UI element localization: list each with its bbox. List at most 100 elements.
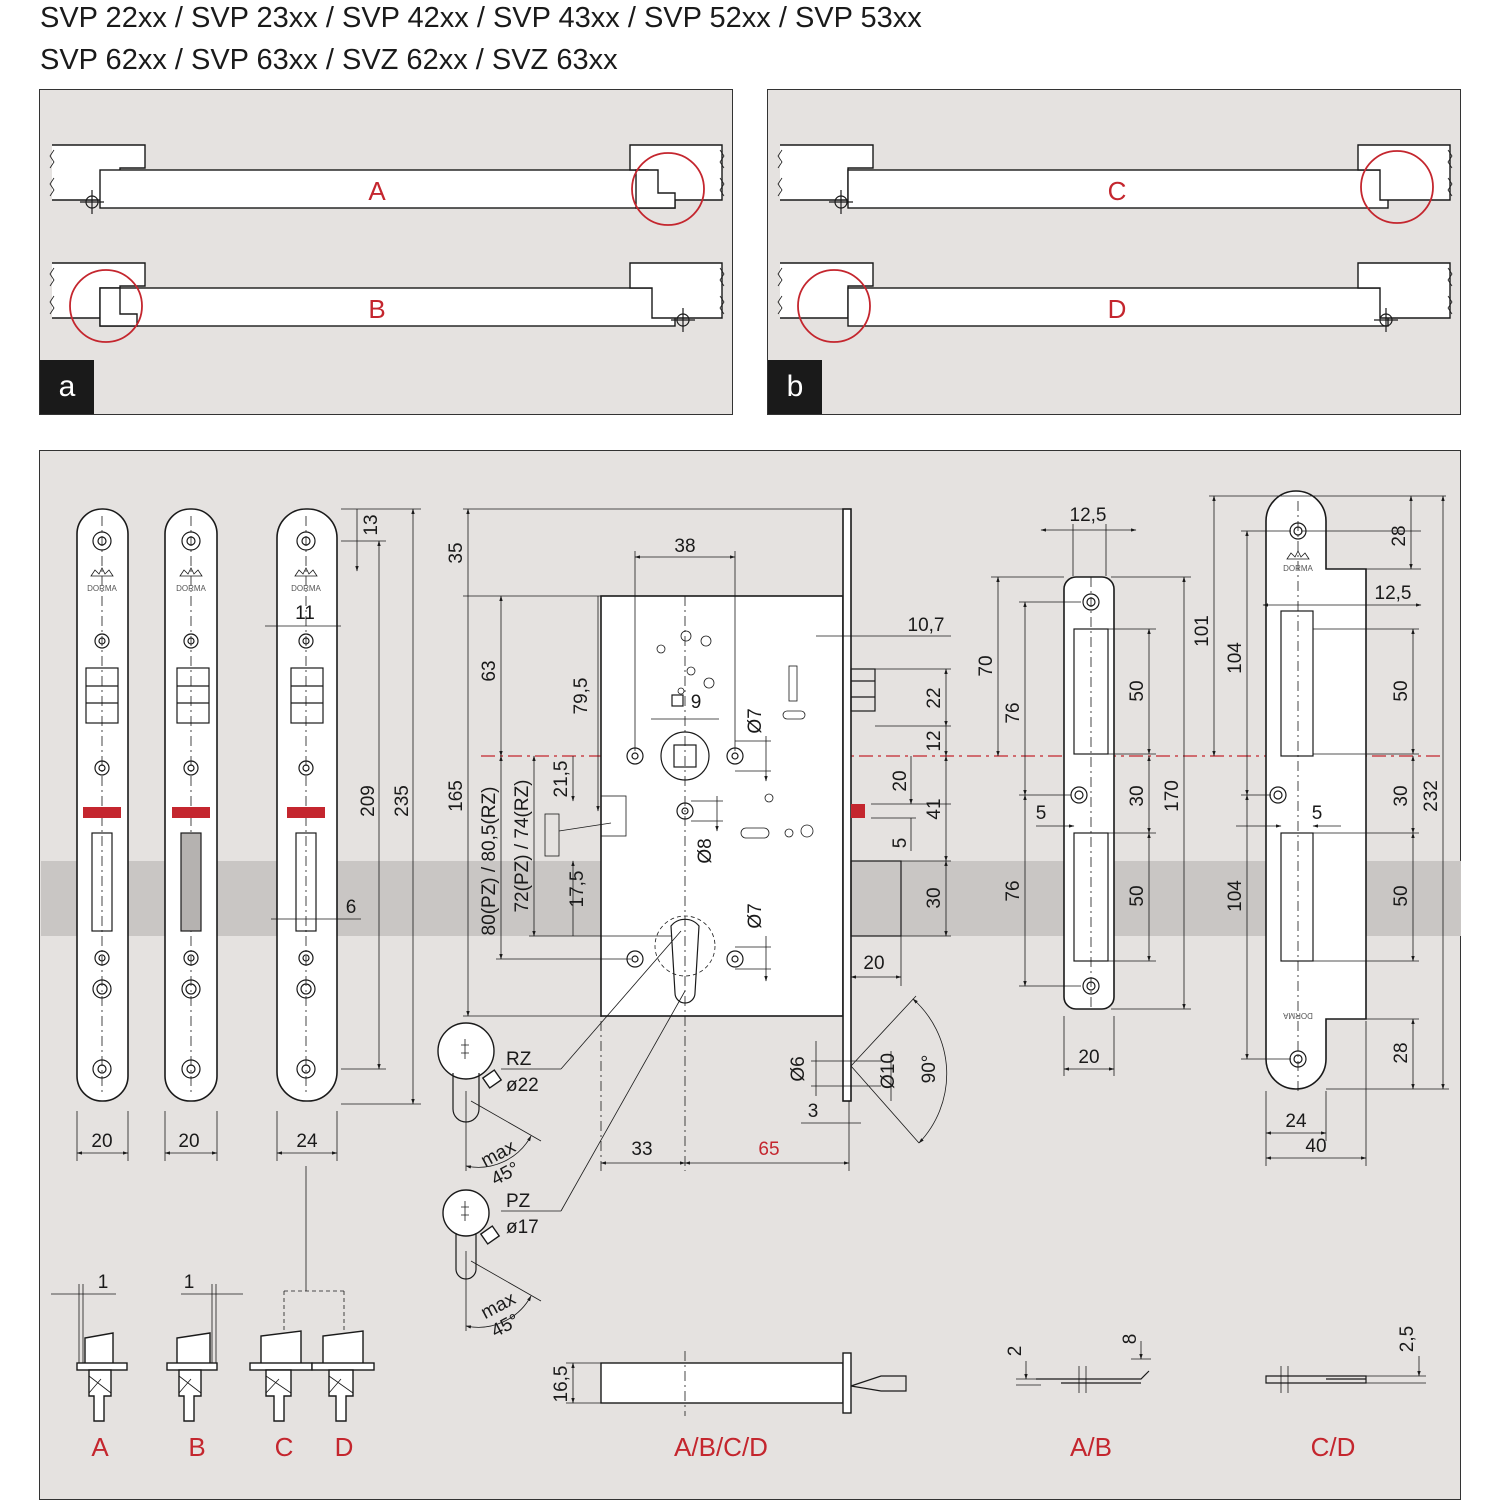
faceplate-3: DORMA [276,508,338,1102]
lock-forend [842,508,852,1102]
svg-text:101: 101 [1192,615,1213,647]
detail-circle-a [631,152,705,226]
svg-text:Ø8: Ø8 [695,838,716,863]
door-leaf-b [99,287,676,327]
svg-text:8: 8 [1120,1334,1141,1345]
door-section-panel-b: C D b [767,89,1461,415]
svg-text:9: 9 [691,692,702,713]
detail-circle-d [797,269,871,343]
svg-text:41: 41 [924,798,945,819]
strike-plate-long: DORMA DORMA 101 104 104 28 12,5 50 30 50 [1192,490,1449,1166]
svg-text:RZ: RZ [506,1049,532,1070]
door-section-diagram-b: C D [777,144,1453,343]
latch-detail-cd: C D [249,1166,375,1462]
svg-text:80(PZ) / 80,5(RZ): 80(PZ) / 80,5(RZ) [479,787,500,936]
svg-text:70: 70 [976,655,997,676]
svg-text:DORMA: DORMA [87,584,117,593]
door-section-panel-a: A B a [39,89,733,415]
lock-drawing-panel: DORMA DORMA DORMA [39,450,1461,1500]
svg-text:20: 20 [890,770,911,791]
svg-text:35: 35 [446,542,467,563]
svg-text:63: 63 [479,660,500,681]
svg-text:ø17: ø17 [506,1217,539,1238]
frame-right-b [629,262,723,319]
svg-text:76: 76 [1003,880,1024,901]
detail-circle-c [1360,150,1434,224]
svg-text:DORMA: DORMA [1283,564,1313,573]
svg-text:65: 65 [758,1139,779,1160]
svg-text:30: 30 [924,887,945,908]
latch-detail-b: 1 B [166,1272,243,1462]
svg-text:21,5: 21,5 [551,761,572,798]
svg-text:Ø10: Ø10 [878,1053,899,1089]
svg-text:76: 76 [1003,702,1024,723]
svg-text:A/B: A/B [1070,1432,1112,1462]
door-section-diagram-a: A B [49,144,725,343]
svg-text:ø22: ø22 [506,1075,539,1096]
product-title-line-1: SVP 22xx / SVP 23xx / SVP 42xx / SVP 43x… [40,2,922,34]
svg-text:165: 165 [446,780,467,812]
svg-text:24: 24 [1285,1111,1307,1132]
svg-text:10,7: 10,7 [908,615,945,636]
svg-text:C/D: C/D [1311,1432,1356,1462]
strike-side-view-ab: 2 8 A/B [1005,1334,1151,1462]
svg-text:1: 1 [98,1272,109,1293]
svg-text:DORMA: DORMA [176,584,206,593]
lock-case [600,595,844,1017]
latch-detail-a: 1 A [51,1272,128,1462]
svg-text:22: 22 [924,687,945,708]
svg-text:12,5: 12,5 [1070,505,1107,526]
svg-text:20: 20 [863,953,884,974]
panel-tag-a: a [40,360,94,414]
svg-text:C: C [275,1432,294,1462]
faceplate-2: DORMA [164,508,218,1102]
label-d: D [1108,294,1127,324]
svg-text:235: 235 [392,785,413,817]
svg-text:79,5: 79,5 [571,678,592,715]
svg-text:104: 104 [1225,642,1246,674]
label-a: A [368,176,386,206]
svg-text:Ø7: Ø7 [745,903,766,928]
svg-text:72(PZ) / 74(RZ): 72(PZ) / 74(RZ) [512,779,533,912]
svg-text:20: 20 [1078,1047,1099,1068]
svg-text:209: 209 [358,785,379,817]
svg-text:90°: 90° [919,1055,940,1084]
svg-text:2,5: 2,5 [1397,1326,1418,1352]
svg-text:12,5: 12,5 [1375,583,1412,604]
strike-side-view-cd: 2,5 C/D [1265,1326,1426,1462]
lock-side-view: 16,5 A/B/C/D [551,1351,907,1462]
svg-text:28: 28 [1389,525,1410,546]
svg-text:5: 5 [1036,803,1047,824]
svg-text:38: 38 [674,536,695,557]
svg-text:40: 40 [1305,1136,1326,1157]
svg-text:50: 50 [1127,885,1148,906]
svg-text:104: 104 [1225,880,1246,912]
label-c: C [1108,176,1127,206]
svg-text:50: 50 [1391,680,1412,701]
svg-text:17,5: 17,5 [567,871,588,908]
svg-text:B: B [188,1432,205,1462]
svg-text:5: 5 [1312,803,1323,824]
svg-text:6: 6 [346,897,357,918]
lock-body [544,508,902,1171]
svg-text:1: 1 [184,1272,195,1293]
svg-text:PZ: PZ [506,1191,531,1212]
svg-text:50: 50 [1127,680,1148,701]
svg-text:5: 5 [890,838,911,849]
svg-text:24: 24 [296,1131,318,1152]
svg-text:A: A [91,1432,109,1462]
svg-text:13: 13 [361,514,382,535]
svg-text:20: 20 [91,1131,112,1152]
svg-text:30: 30 [1127,785,1148,806]
svg-text:170: 170 [1162,780,1183,812]
svg-text:3: 3 [808,1101,819,1122]
svg-text:12: 12 [924,730,945,751]
svg-text:16,5: 16,5 [551,1366,572,1403]
svg-text:2: 2 [1005,1346,1026,1357]
svg-text:33: 33 [631,1139,652,1160]
svg-text:232: 232 [1421,780,1442,812]
svg-text:50: 50 [1391,885,1412,906]
svg-text:20: 20 [178,1131,199,1152]
label-b: B [368,294,385,324]
svg-text:30: 30 [1391,785,1412,806]
